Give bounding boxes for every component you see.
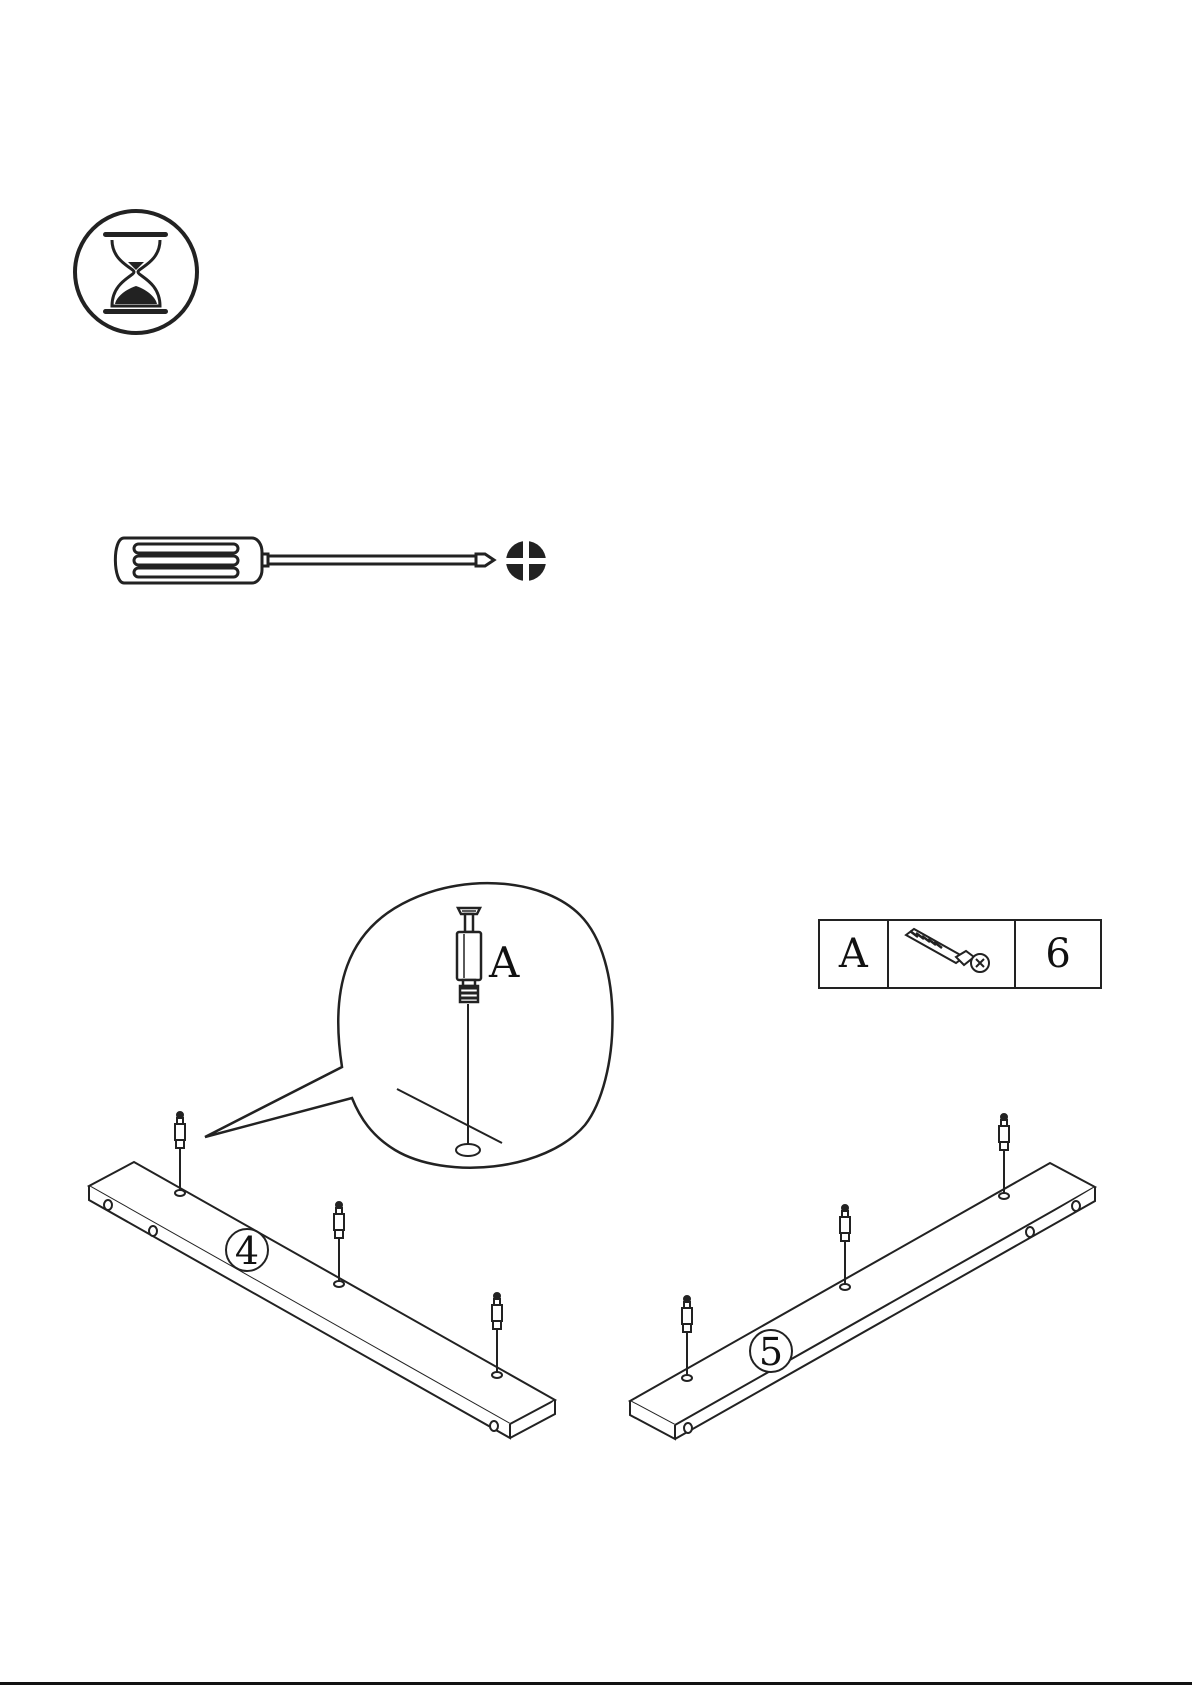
hardware-row: A 6 [819,920,1101,988]
callout-part-label: A [488,938,520,987]
magnified-callout: A [205,883,613,1168]
panel-4-number: 4 [235,1229,259,1273]
hourglass-icon [75,211,197,333]
phillips-head-icon [504,539,548,583]
hardware-quantity: 6 [1015,920,1101,988]
panel-5 [630,1163,1095,1439]
screwdriver-icon [115,538,494,583]
panel-4 [89,1162,555,1438]
hardware-table: A 6 [818,919,1102,989]
hardware-picture-cell [888,920,1015,988]
hardware-code: A [819,920,888,988]
cam-bolt-icon [896,921,1006,977]
panel-5-number: 5 [759,1330,783,1374]
